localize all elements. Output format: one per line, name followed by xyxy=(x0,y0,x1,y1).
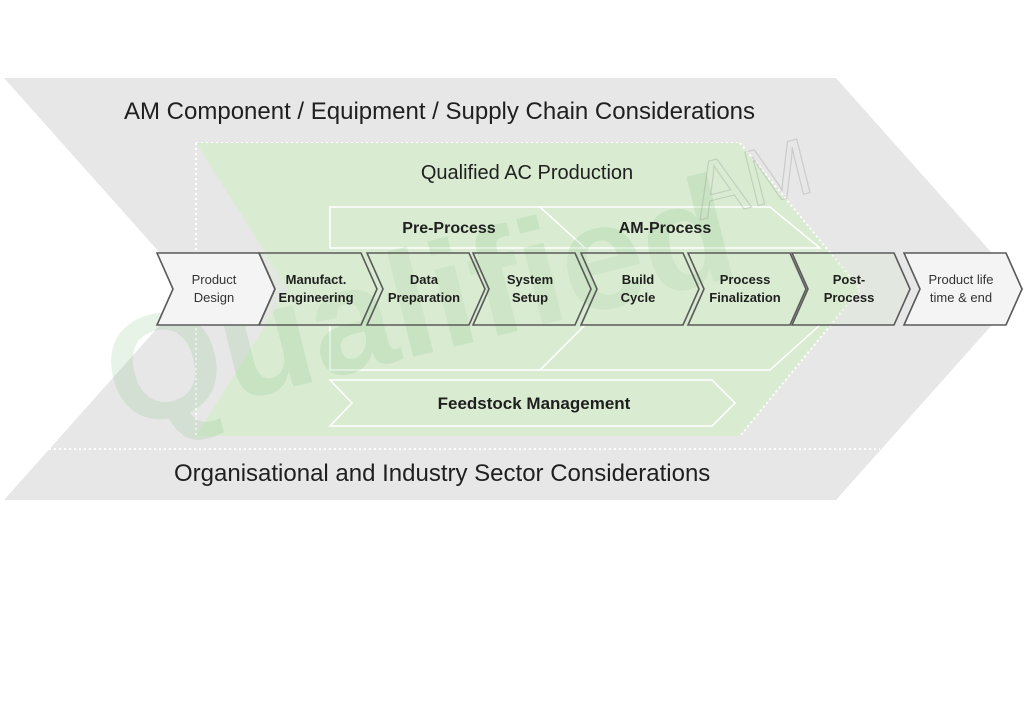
step-label-line-2: Engineering xyxy=(278,290,353,305)
step-label-line-1: Post- xyxy=(833,272,866,287)
step-chevron xyxy=(471,252,592,326)
step-chevron xyxy=(155,252,276,326)
step-chevron xyxy=(365,252,486,326)
pre-process-title: Pre-Process xyxy=(402,220,495,237)
step-chevron xyxy=(790,252,911,326)
step-label-line-1: System xyxy=(507,272,553,287)
step-post-process: Post- Process xyxy=(790,252,911,326)
step-manufact-engineering: Manufact. Engineering xyxy=(257,252,378,326)
outer-band-bottom-title: Organisational and Industry Sector Consi… xyxy=(174,460,710,487)
pre-process-lower-frame xyxy=(329,324,586,371)
step-chevron xyxy=(686,252,807,326)
step-label-line-1: Manufact. xyxy=(286,272,347,287)
step-label-line-1: Product xyxy=(192,272,237,287)
step-label-line-2: time & end xyxy=(930,290,992,305)
feedstock-arrow xyxy=(328,379,737,427)
step-label-line-2: Setup xyxy=(512,290,548,305)
step-chevron xyxy=(579,252,700,326)
feedstock-title: Feedstock Management xyxy=(438,394,631,413)
step-label-line-2: Finalization xyxy=(709,290,781,305)
step-label-line-2: Process xyxy=(824,290,875,305)
step-label-line-2: Cycle xyxy=(621,290,656,305)
step-label-line-2: Design xyxy=(194,290,234,305)
step-chevron xyxy=(902,252,1023,326)
qualified-zone-title: Qualified AC Production xyxy=(421,162,633,184)
step-product-life-end: Product life time & end xyxy=(902,252,1023,326)
am-process-lower-frame xyxy=(540,324,821,371)
step-chevron xyxy=(257,252,378,326)
qualified-production-zone xyxy=(196,143,860,436)
step-label-line-1: Data xyxy=(410,272,439,287)
pre-process-frame xyxy=(329,206,587,249)
am-process-frame xyxy=(538,206,823,249)
am-process-title: AM-Process xyxy=(619,220,712,237)
step-label-line-1: Build xyxy=(622,272,655,287)
step-label-line-1: Product life xyxy=(928,272,993,287)
outer-band-top-title: AM Component / Equipment / Supply Chain … xyxy=(124,98,755,125)
step-label-line-1: Process xyxy=(720,272,771,287)
step-label-line-2: Preparation xyxy=(388,290,460,305)
qualified-zone-edge-right xyxy=(739,142,862,437)
